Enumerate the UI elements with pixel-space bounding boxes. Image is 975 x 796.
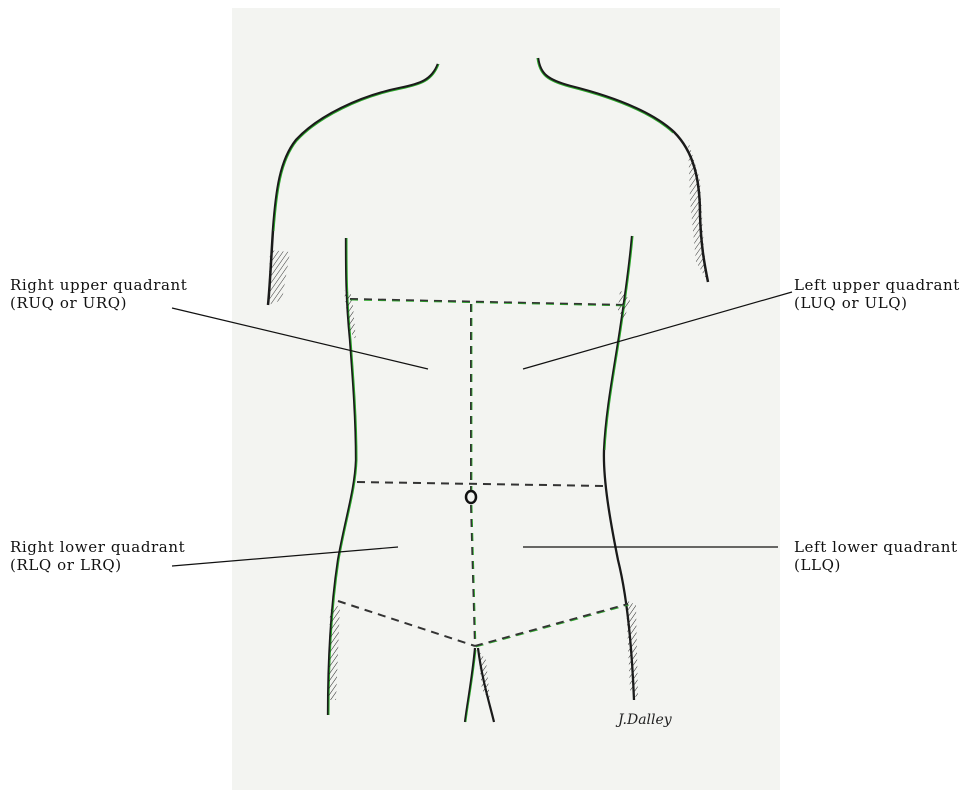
rlq-label: Right lower quadrant (RLQ or LRQ) [10,538,185,574]
luq-label: Left upper quadrant (LUQ or ULQ) [794,276,960,312]
groin-left-line [465,648,475,722]
ruq-label: Right upper quadrant (RUQ or URQ) [10,276,187,312]
llq-label: Left lower quadrant (LLQ) [794,538,958,574]
artist-signature: J.Dalley [618,712,672,728]
left-shoulder-outline [538,58,708,282]
rlq-leader-line [172,547,398,566]
navel [466,491,476,503]
ruq-label-line1: Right upper quadrant [10,276,187,294]
luq-label-line2: (LUQ or ULQ) [794,294,960,312]
luq-label-line1: Left upper quadrant [794,276,960,294]
ruq-leader-line [172,308,428,369]
llq-label-line2: (LLQ) [794,556,958,574]
llq-label-line1: Left lower quadrant [794,538,958,556]
left-shoulder-hatch [688,140,708,282]
right-shoulder-outline [268,64,438,305]
rlq-label-line2: (RLQ or LRQ) [10,556,185,574]
right-shoulder-hatch [268,250,290,305]
rlq-label-line1: Right lower quadrant [10,538,185,556]
ruq-label-line2: (RUQ or URQ) [10,294,187,312]
